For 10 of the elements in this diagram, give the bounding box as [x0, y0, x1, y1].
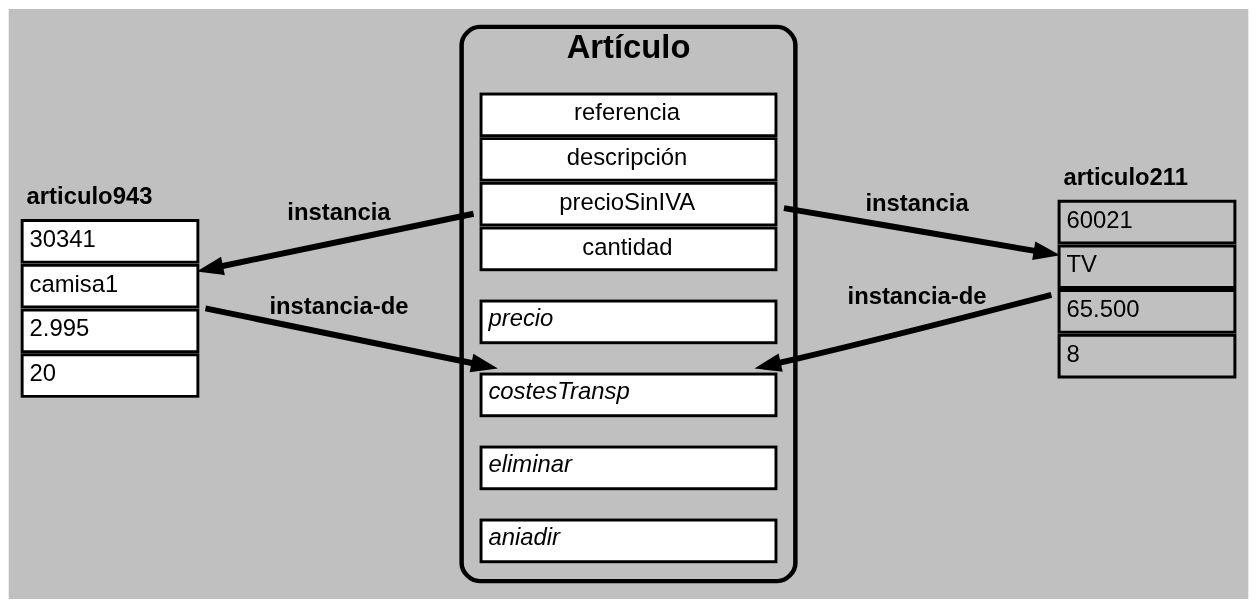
arrow — [204, 305, 498, 373]
arrow — [783, 205, 1061, 260]
node-label: articulo211 — [1063, 162, 1189, 190]
arrow — [196, 210, 475, 276]
edge-label: instancia-de — [269, 292, 409, 320]
node-label: articulo943 — [26, 181, 153, 209]
edge-label: instancia — [287, 198, 391, 226]
edge-label: instancia-de — [847, 281, 987, 309]
edge-label: instancia — [865, 189, 969, 217]
arrow — [754, 291, 1053, 372]
